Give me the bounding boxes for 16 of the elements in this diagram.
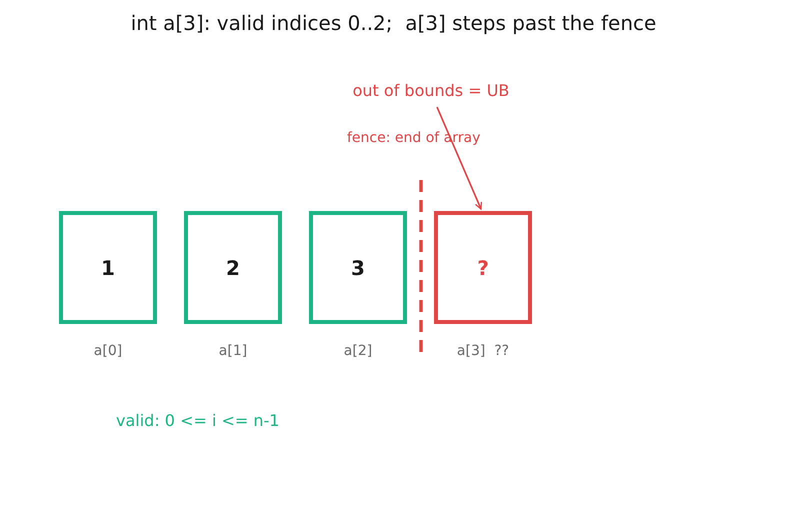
array-cell xyxy=(59,211,157,324)
array-cell xyxy=(434,211,532,324)
cell-value: 2 xyxy=(226,256,240,280)
cell-value: 1 xyxy=(101,256,115,280)
cell-value: ? xyxy=(477,256,489,280)
array-cell xyxy=(309,211,407,324)
array-cell xyxy=(184,211,282,324)
arrow xyxy=(436,106,482,210)
cell-value: 3 xyxy=(351,256,365,280)
diagram-title: int a[3]: valid indices 0..2; a[3] steps past the fence xyxy=(130,11,658,35)
index-label: a[2] xyxy=(342,343,374,359)
rule-note: valid: 0 <= i <= n-1 xyxy=(116,411,280,430)
index-label: a[3] ?? xyxy=(456,343,510,359)
index-label: a[1] xyxy=(218,343,248,359)
callout-text: out of bounds = UB xyxy=(331,81,531,103)
index-label: a[0] xyxy=(92,343,124,359)
